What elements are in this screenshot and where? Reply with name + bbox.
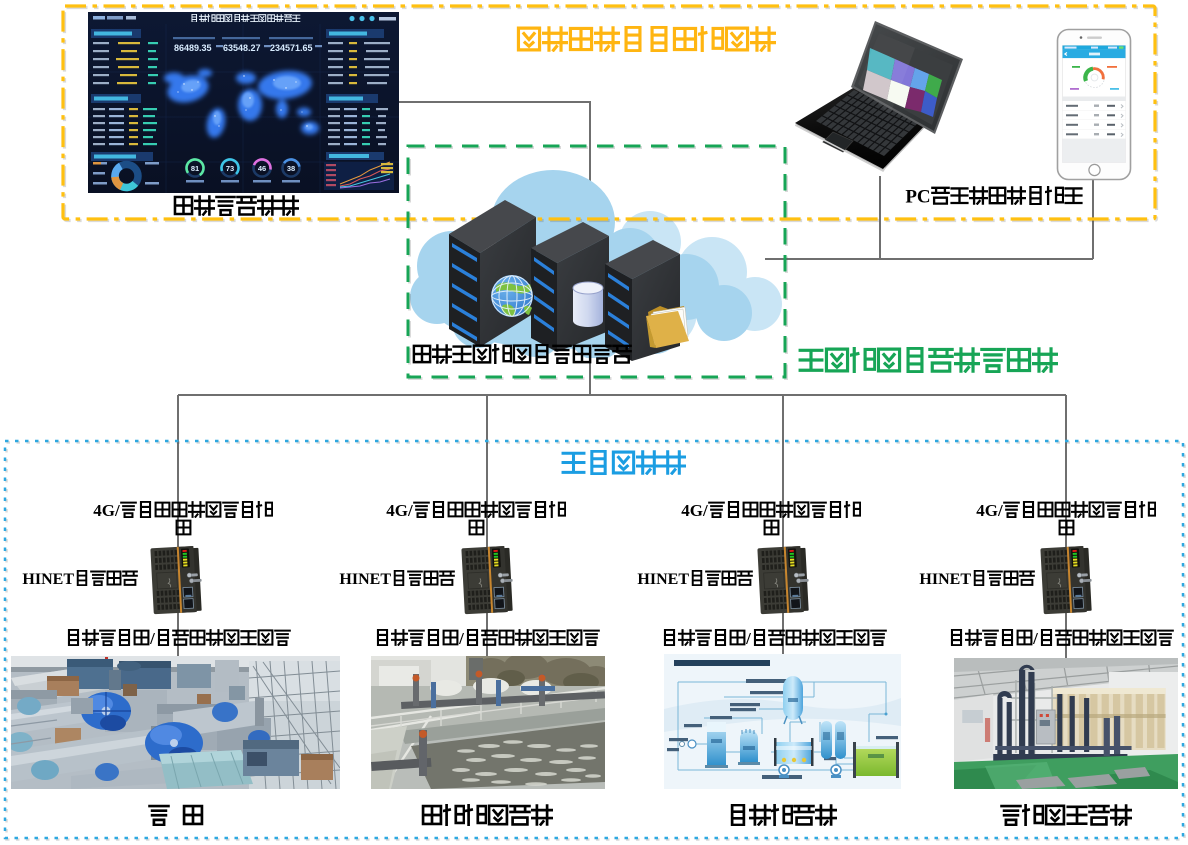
svg-text:63548.27: 63548.27 xyxy=(223,43,261,53)
svg-text:234571.65: 234571.65 xyxy=(270,43,313,53)
svg-text:86489.35: 86489.35 xyxy=(174,43,212,53)
svg-text:73: 73 xyxy=(226,164,234,173)
svg-text:38: 38 xyxy=(287,164,295,173)
svg-text:46: 46 xyxy=(258,164,266,173)
svg-text:81: 81 xyxy=(191,164,199,173)
